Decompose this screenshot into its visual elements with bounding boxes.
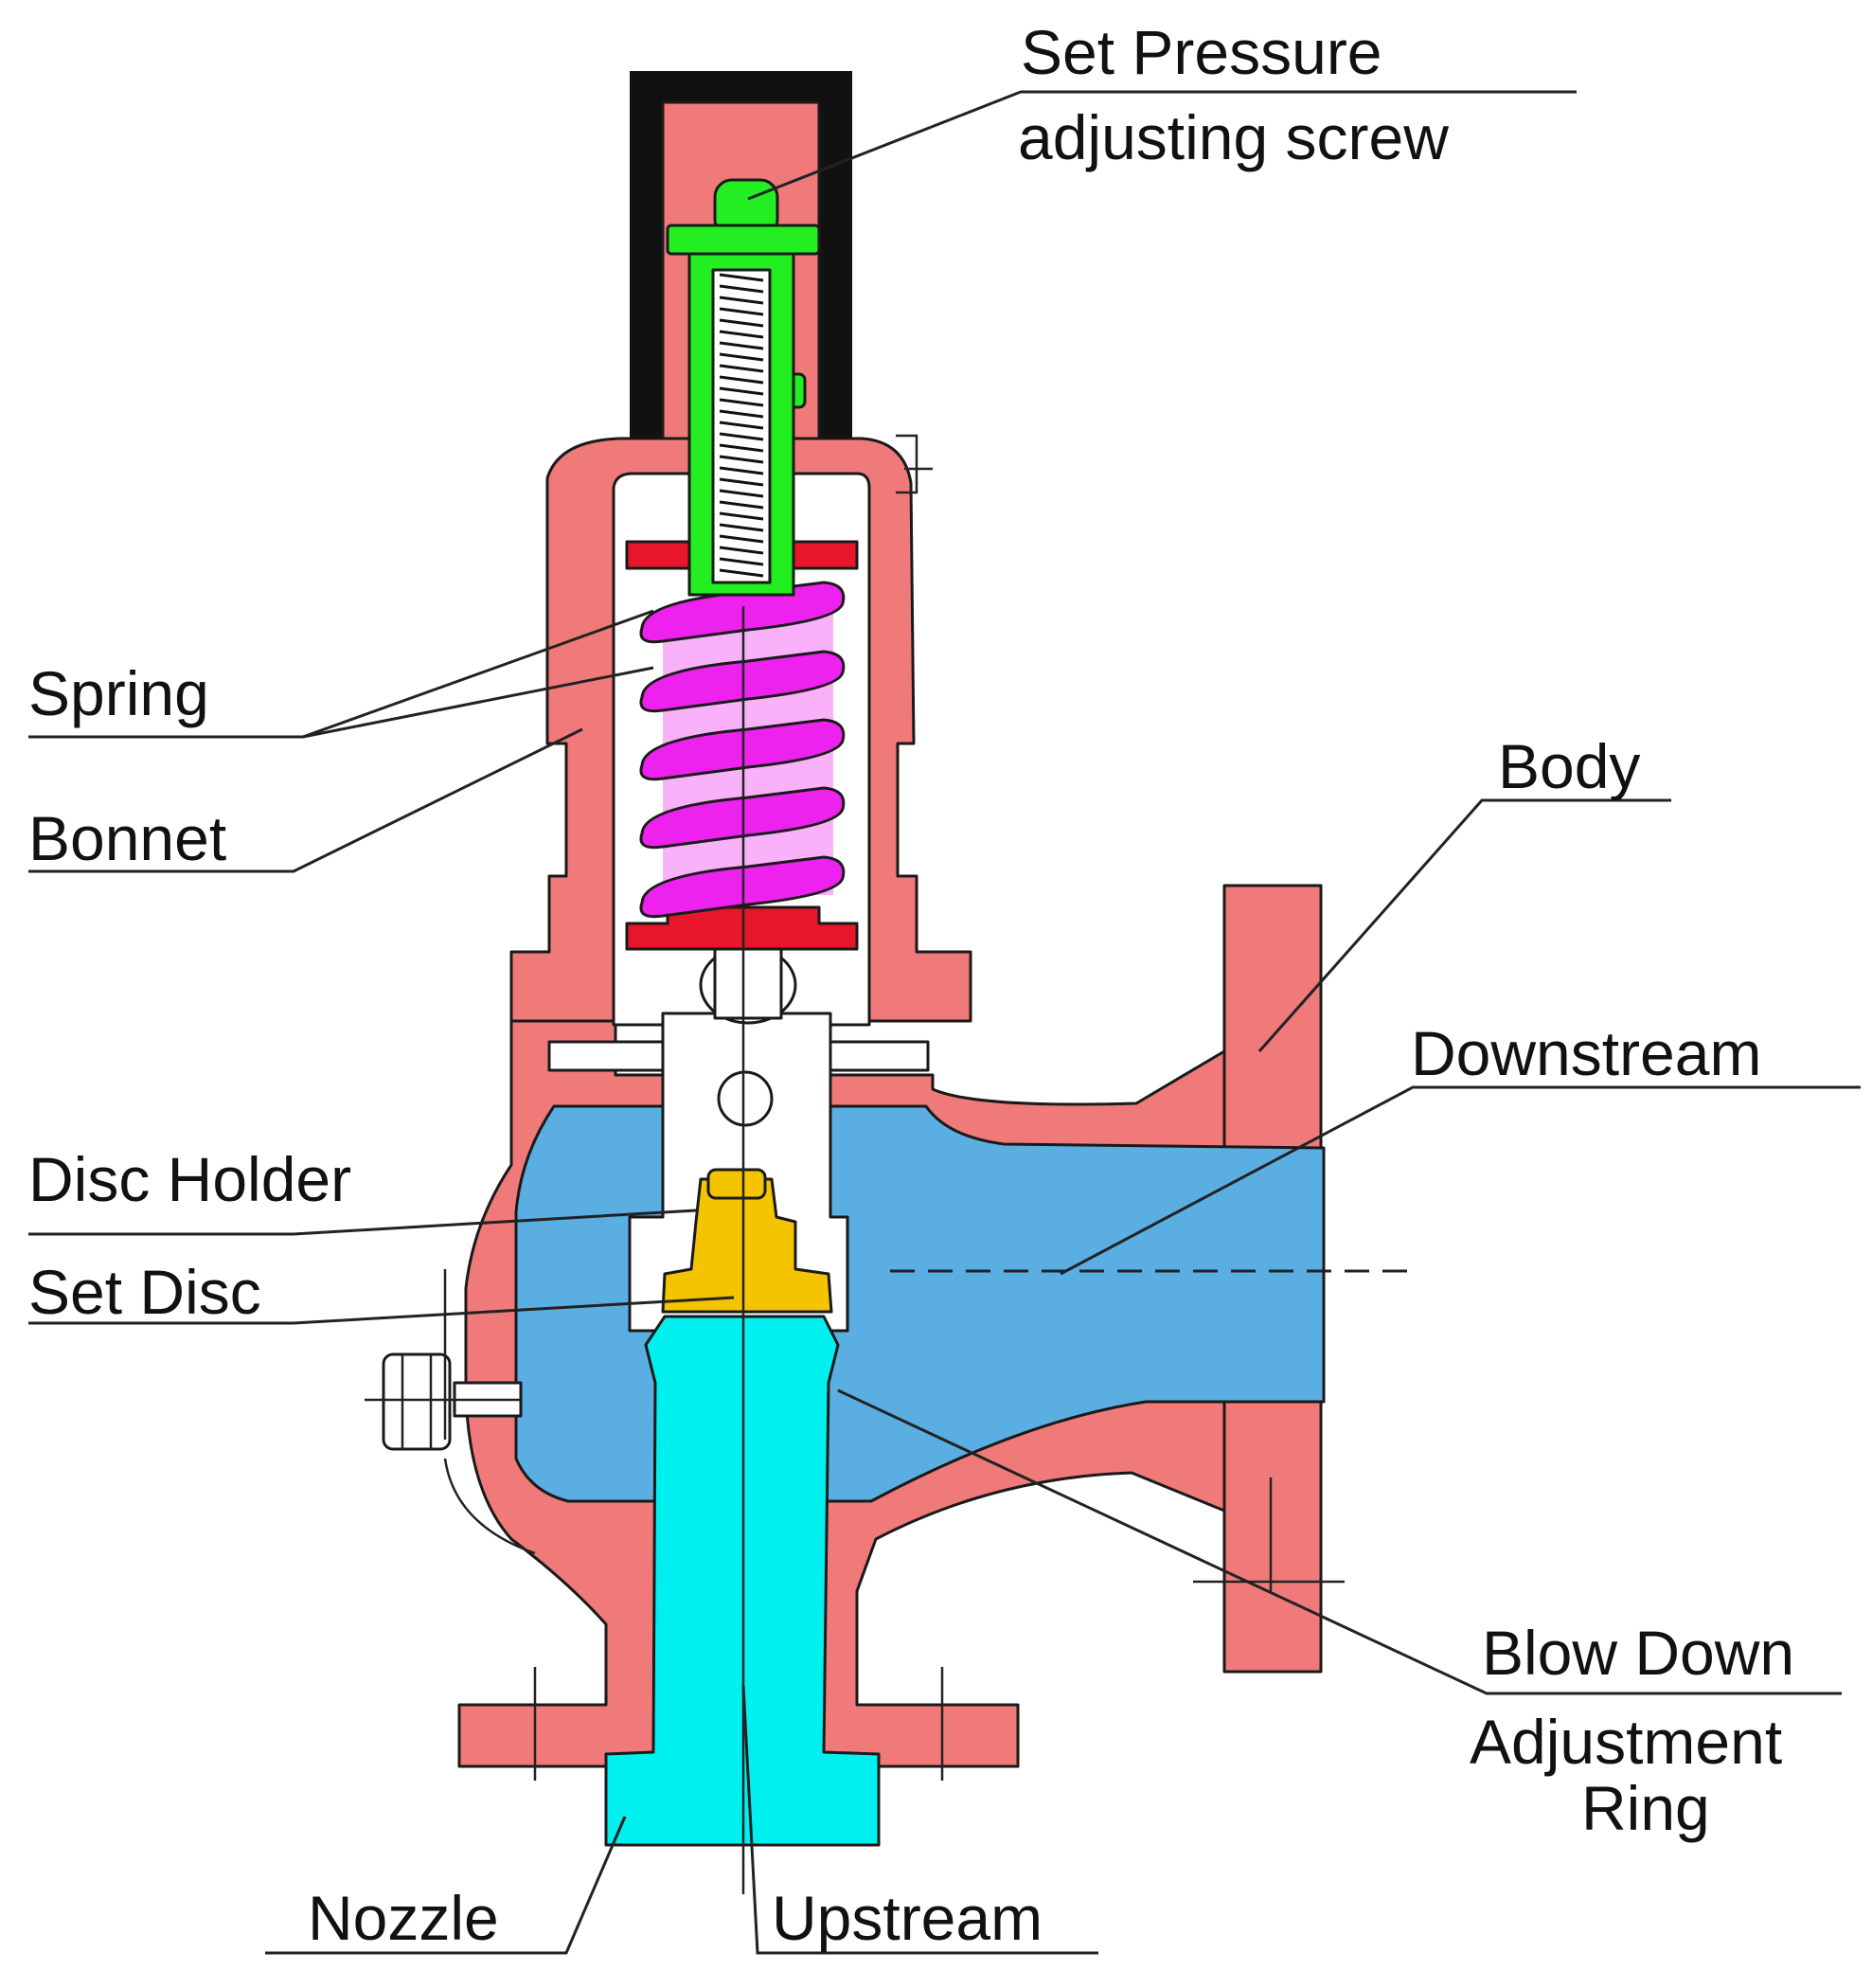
thread-line (719, 386, 764, 396)
thread-line (719, 557, 764, 566)
thread-line (719, 466, 764, 475)
label-adjusting-screw: adjusting screw (1018, 102, 1449, 172)
leader-upstream (741, 1685, 1098, 1955)
thread-line (719, 352, 764, 362)
label-upstream: Upstream (772, 1883, 1043, 1953)
thread-line (719, 284, 764, 294)
label-spring: Spring (28, 658, 209, 728)
leader-bonnet (28, 727, 583, 873)
label-downstream: Downstream (1411, 1018, 1761, 1088)
thread-line (719, 318, 764, 328)
label-ring: Ring (1581, 1773, 1710, 1843)
leader-body (1257, 798, 1671, 1052)
spring (639, 581, 846, 919)
thread-line (719, 500, 764, 510)
thread-line (719, 511, 764, 521)
thread-line (719, 296, 764, 305)
valve-body (457, 71, 1323, 1768)
leader-downstream (1060, 1085, 1861, 1276)
thread-line (719, 421, 764, 430)
thread-line (719, 443, 764, 453)
thread-line (719, 398, 764, 407)
center-lines (533, 606, 1416, 1894)
label-blow-down: Blow Down (1482, 1618, 1794, 1688)
label-set-pressure: Set Pressure (1021, 17, 1382, 87)
thread-line (719, 273, 764, 282)
label-nozzle: Nozzle (308, 1883, 499, 1953)
thread-line (719, 546, 764, 555)
screw-thread (719, 273, 764, 578)
thread-line (719, 534, 764, 544)
thread-line (719, 523, 764, 532)
cap (630, 71, 852, 438)
thread-line (719, 341, 764, 350)
label-disc-holder: Disc Holder (28, 1144, 351, 1214)
thread-line (719, 375, 764, 385)
spring-washers (625, 540, 859, 951)
label-bonnet: Bonnet (28, 803, 226, 873)
thread-line (719, 432, 764, 441)
leader-blow-down (837, 1388, 1842, 1695)
lock-bracket (896, 434, 933, 494)
leader-nozzle (265, 1816, 627, 1955)
thread-line (719, 409, 764, 419)
thread-line (719, 489, 764, 498)
leader-disc-holder (28, 1209, 697, 1236)
set-pressure-screw (666, 178, 821, 597)
leader-set-pressure (747, 90, 1577, 201)
leader-lines (28, 90, 1861, 1955)
thread-line (719, 330, 764, 339)
thread-line (719, 568, 764, 578)
label-adjustment: Adjustment (1470, 1707, 1782, 1777)
thread-line (719, 307, 764, 316)
leader-set-disc (28, 1296, 735, 1325)
thread-line (719, 364, 764, 373)
label-body: Body (1498, 731, 1640, 801)
set-disc (661, 1168, 833, 1314)
thread-line (719, 477, 764, 487)
labels: Set Pressure adjusting screw Spring Bonn… (28, 17, 1794, 1953)
blow-down-bolt (365, 1269, 536, 1555)
thread-line (719, 455, 764, 464)
label-set-disc: Set Disc (28, 1257, 261, 1327)
